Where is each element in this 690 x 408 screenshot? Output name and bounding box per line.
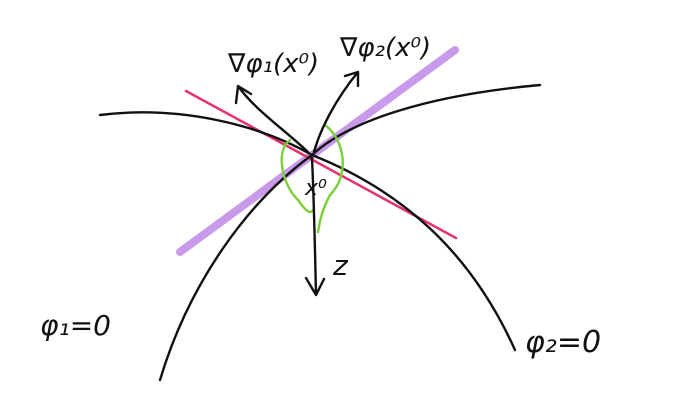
direction-z-arrow <box>304 156 326 297</box>
grad-phi2-label: ∇φ₂(x⁰) <box>339 33 431 63</box>
grad-phi2-arrow <box>312 70 360 154</box>
direction-z-label: z <box>332 249 349 282</box>
level-curve-phi1 <box>98 111 314 382</box>
surface-phi1-label: φ₁=0 <box>40 309 111 342</box>
cone-outline <box>280 123 344 234</box>
surface-phi2-label: φ₂=0 <box>525 325 601 360</box>
level-curve-phi2 <box>310 83 542 352</box>
point-x0-label: x⁰ <box>304 176 327 201</box>
grad-phi1-arrow <box>234 84 310 154</box>
grad-phi1-label: ∇φ₁(x⁰) <box>227 49 319 79</box>
